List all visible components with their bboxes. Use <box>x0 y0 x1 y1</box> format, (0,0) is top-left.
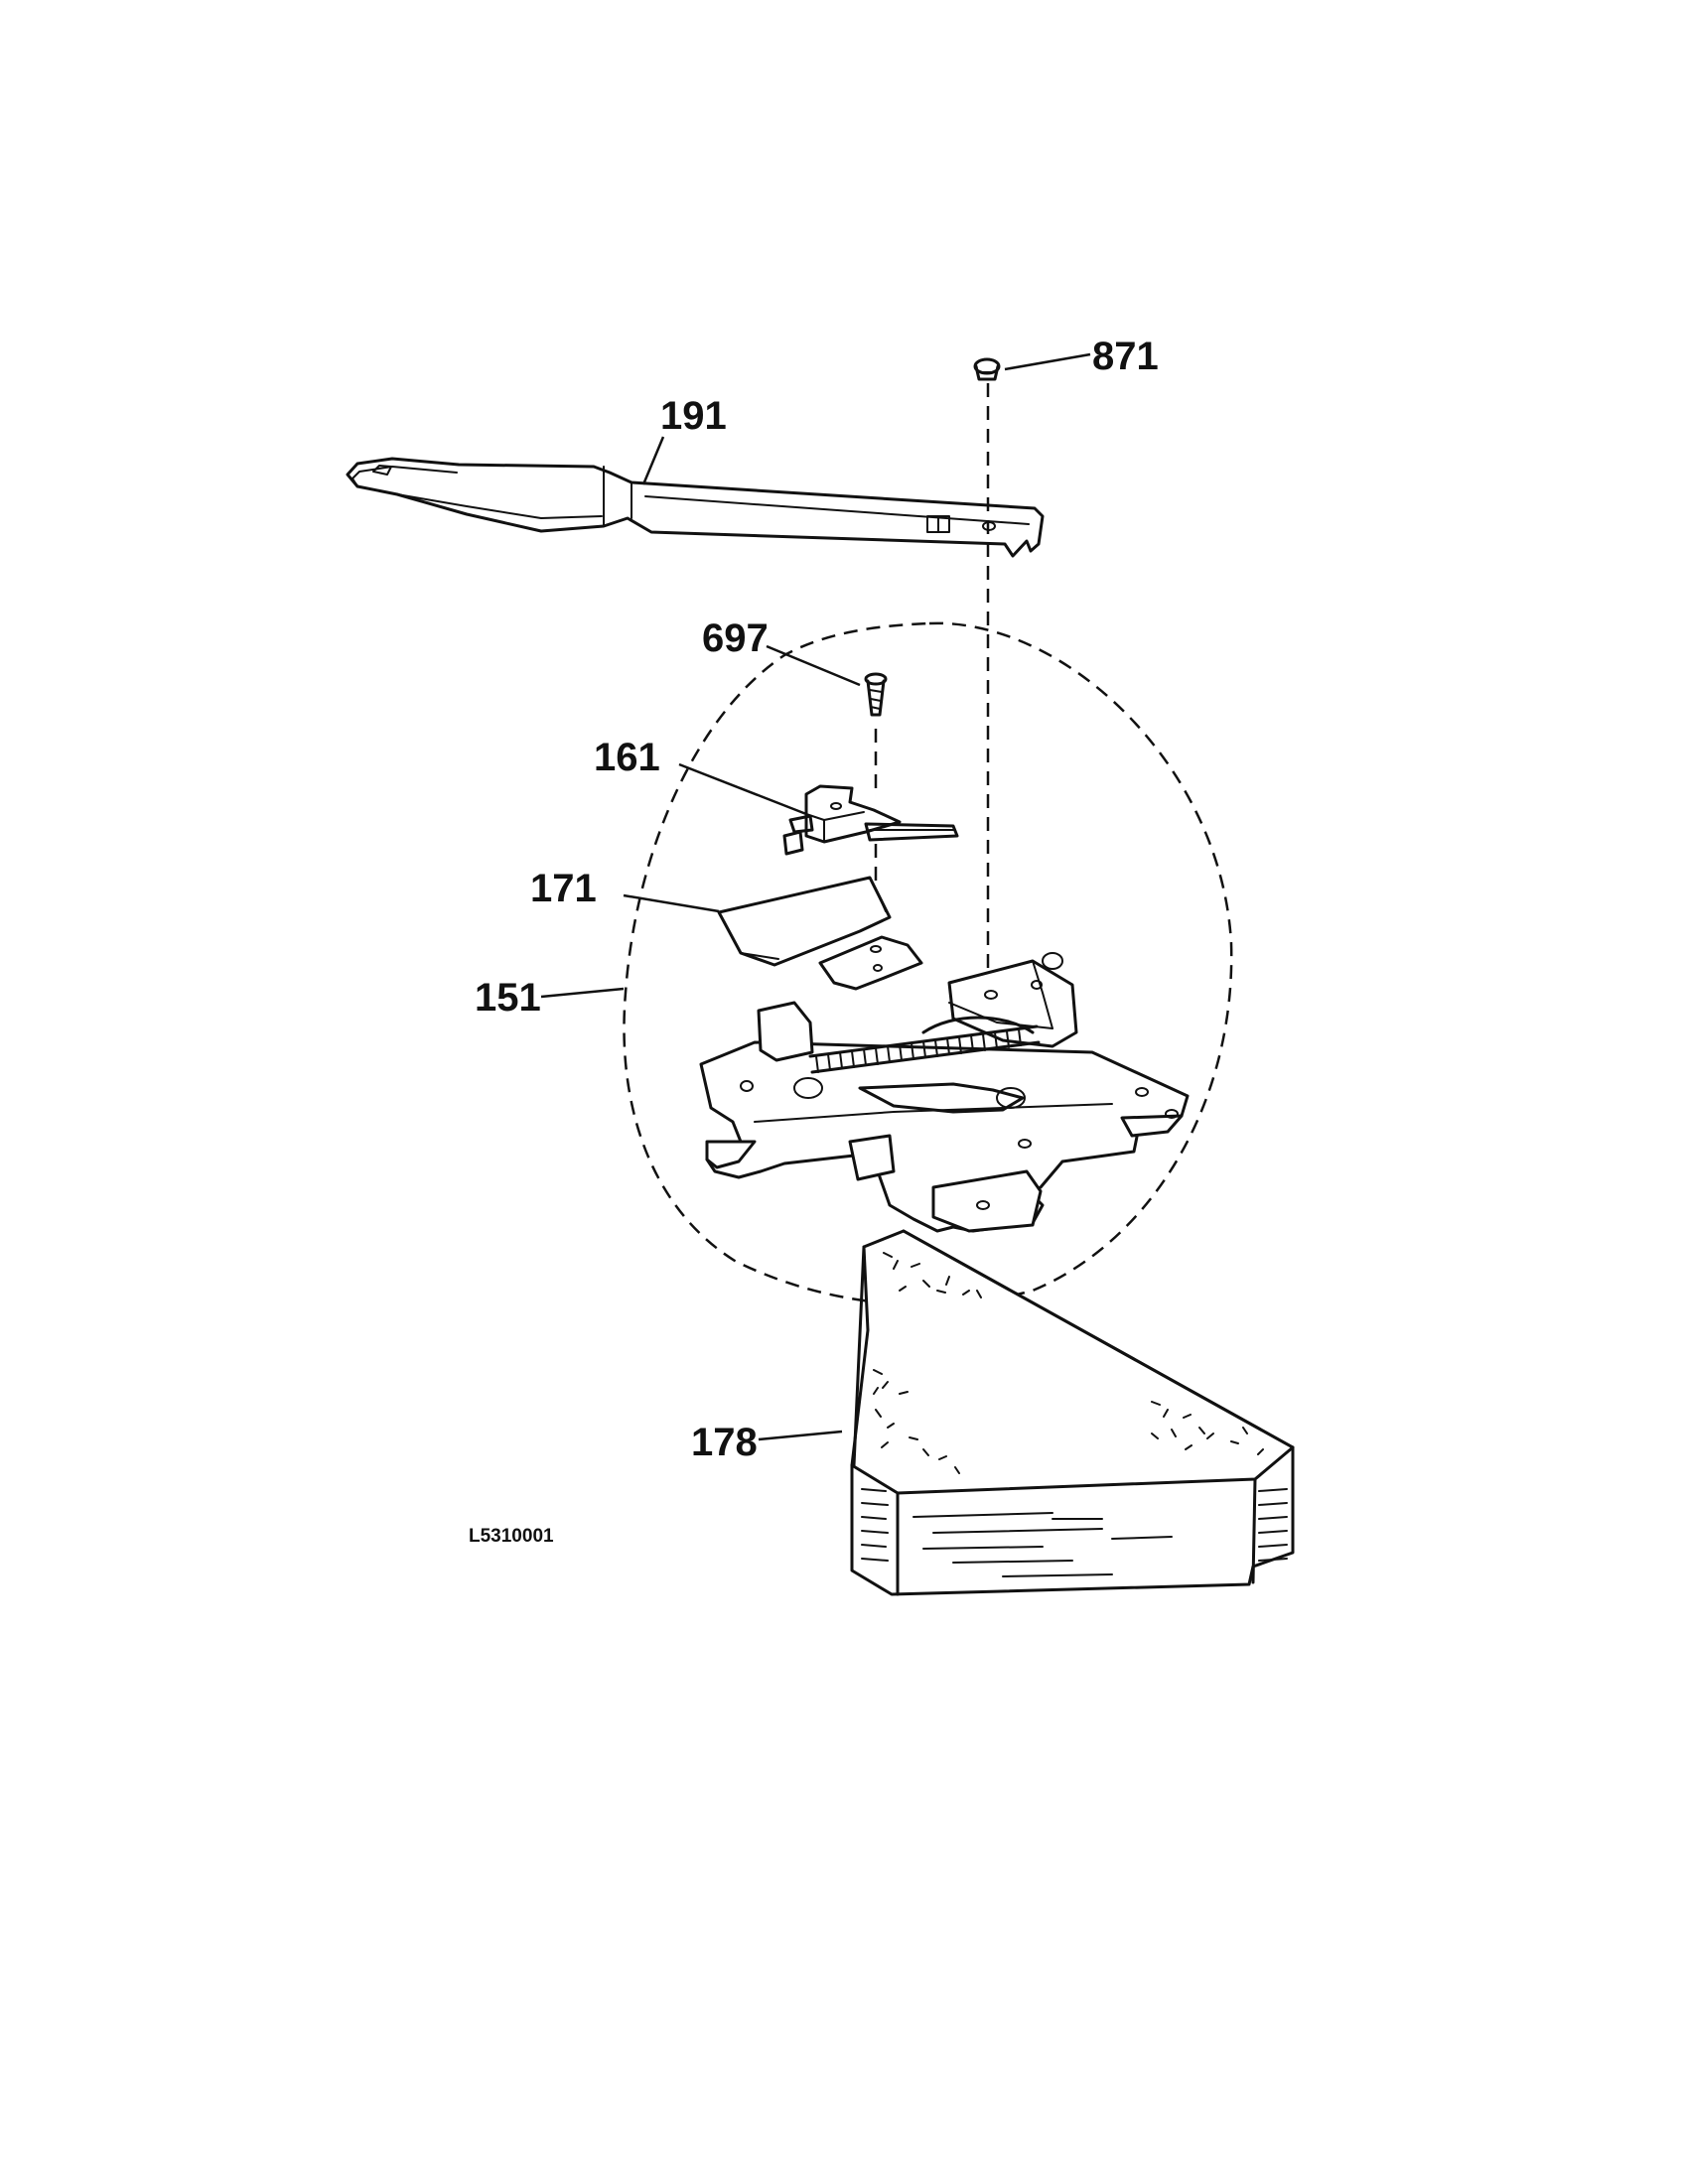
callout-171: 171 <box>530 867 597 910</box>
leader-697 <box>766 644 861 687</box>
leader-871 <box>1004 352 1091 371</box>
callout-191: 191 <box>660 394 727 438</box>
leader-151 <box>540 987 625 999</box>
leader-161 <box>678 762 807 816</box>
part-191-latch-arm <box>346 457 1045 558</box>
part-161-switch <box>782 784 959 856</box>
leader-178 <box>758 1430 843 1441</box>
callout-871: 871 <box>1092 335 1159 378</box>
part-171-insulator <box>717 876 892 967</box>
part-178-insulation <box>850 1229 1295 1596</box>
part-151-latch-plate <box>699 935 1190 1233</box>
part-871-screw <box>973 357 1001 381</box>
part-151-assembly-boundary <box>623 621 1233 1306</box>
callout-697: 697 <box>702 616 769 660</box>
part-697-screw <box>864 672 888 717</box>
drawing-id: L5310001 <box>469 1526 554 1547</box>
insulation-texture <box>873 1252 1264 1474</box>
callout-161: 161 <box>594 736 660 779</box>
leader-191 <box>641 436 665 485</box>
callout-178: 178 <box>691 1421 758 1464</box>
leader-171 <box>623 893 720 913</box>
callout-151: 151 <box>475 976 541 1020</box>
